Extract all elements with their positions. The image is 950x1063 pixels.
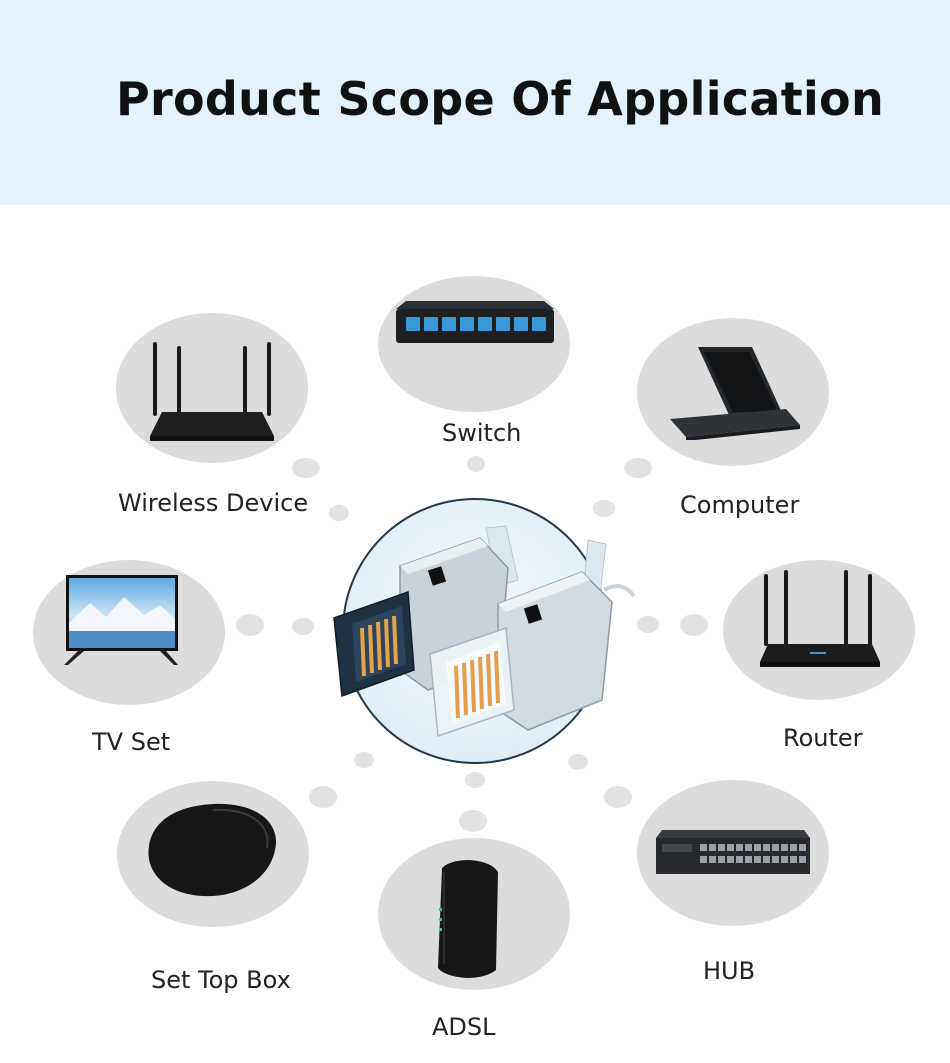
wireless-router-icon: [150, 342, 274, 441]
dot: [354, 752, 374, 768]
switch-icon: [396, 301, 554, 343]
dot: [236, 614, 264, 636]
device-label-switch: Switch: [442, 419, 522, 447]
device-label-hub: HUB: [703, 957, 756, 985]
dot: [329, 505, 349, 521]
device-disc-switch: [378, 276, 570, 412]
dot: [637, 616, 659, 633]
dot: [467, 456, 485, 472]
device-label-router: Router: [783, 724, 863, 752]
device-label-adsl: ADSL: [432, 1013, 496, 1041]
device-label-wireless-device: Wireless Device: [118, 489, 309, 517]
dot: [568, 754, 588, 770]
device-disc-router: [723, 560, 915, 700]
dot: [292, 618, 314, 635]
dot: [459, 810, 487, 832]
dot: [292, 458, 320, 478]
rj45-connectors-icon: [333, 525, 636, 738]
adsl-modem-icon: [438, 860, 498, 978]
header-band: Product Scope Of Application: [0, 0, 950, 205]
dot: [604, 786, 632, 808]
device-label-set-top-box: Set Top Box: [151, 966, 291, 994]
hub-icon: [656, 830, 810, 874]
set-top-box-icon: [148, 803, 277, 897]
dot: [593, 500, 615, 517]
page-title: Product Scope Of Application: [115, 72, 885, 126]
laptop-icon: [670, 347, 800, 440]
dot: [309, 786, 337, 808]
router-icon: [760, 570, 880, 667]
device-label-tv-set: TV Set: [92, 728, 171, 756]
device-label-computer: Computer: [680, 491, 800, 519]
tv-icon: [64, 575, 178, 665]
dot: [680, 614, 708, 636]
dot: [465, 772, 485, 788]
dot: [624, 458, 652, 478]
